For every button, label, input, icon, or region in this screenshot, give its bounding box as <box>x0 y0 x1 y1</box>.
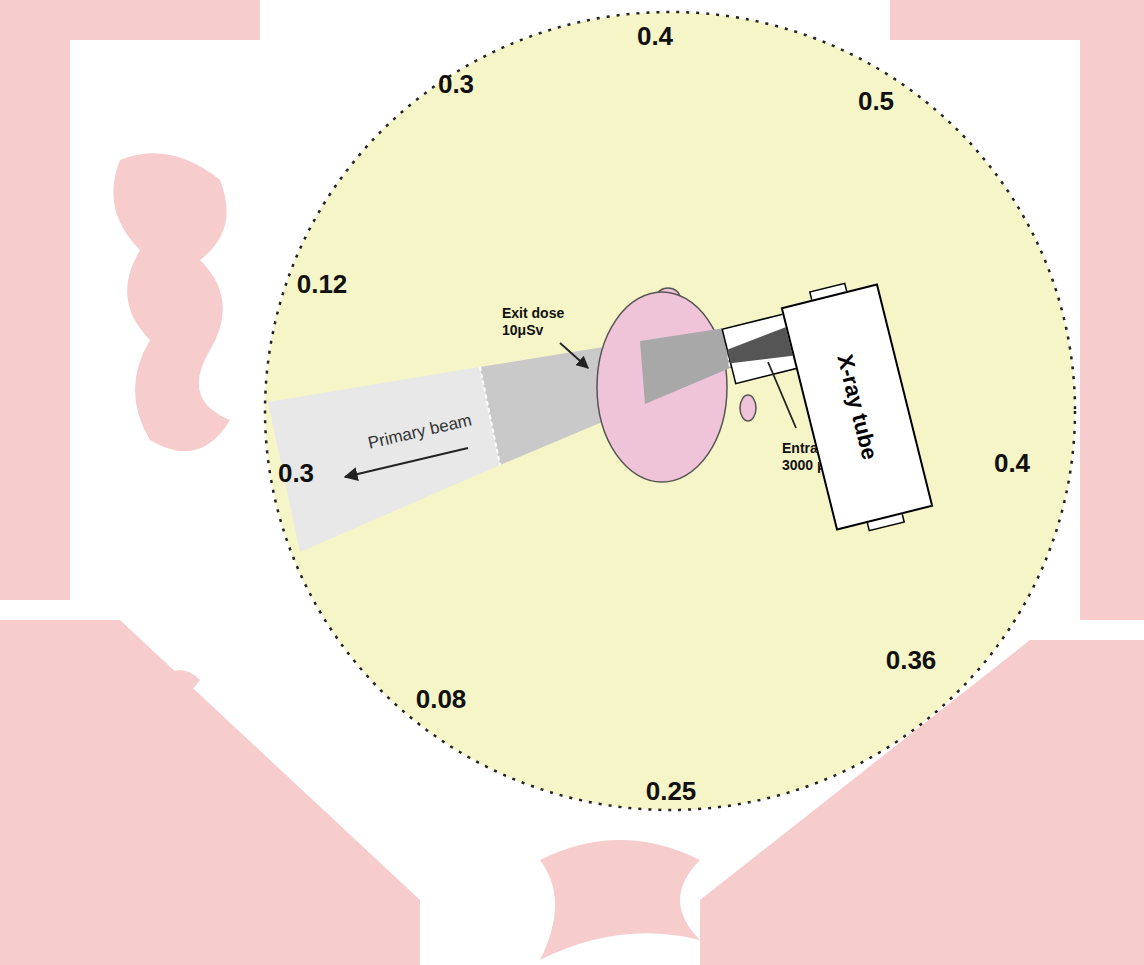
patient-head <box>597 288 756 482</box>
primary-beam <box>268 341 645 552</box>
dose-value: 0.08 <box>416 684 467 715</box>
dose-circle <box>265 12 1075 810</box>
dose-value: 0.12 <box>297 269 348 300</box>
dose-value: 0.3 <box>438 69 474 100</box>
beam-direction-arrow <box>345 448 468 477</box>
dose-value: 0.25 <box>646 776 697 807</box>
beam-in-head <box>640 328 730 404</box>
node-text: X-ray tube <box>831 352 882 463</box>
annotation-label: Exit dose 10μSv <box>502 305 584 339</box>
exit-dose-arrow <box>560 343 588 368</box>
entrance-dose-leader <box>768 362 796 428</box>
dose-value: 0.36 <box>886 645 937 676</box>
dose-value: 0.4 <box>994 448 1030 479</box>
dose-value: 0.3 <box>278 458 314 489</box>
dose-value: 0.5 <box>858 86 894 117</box>
dose-value: 0.4 <box>637 21 673 52</box>
